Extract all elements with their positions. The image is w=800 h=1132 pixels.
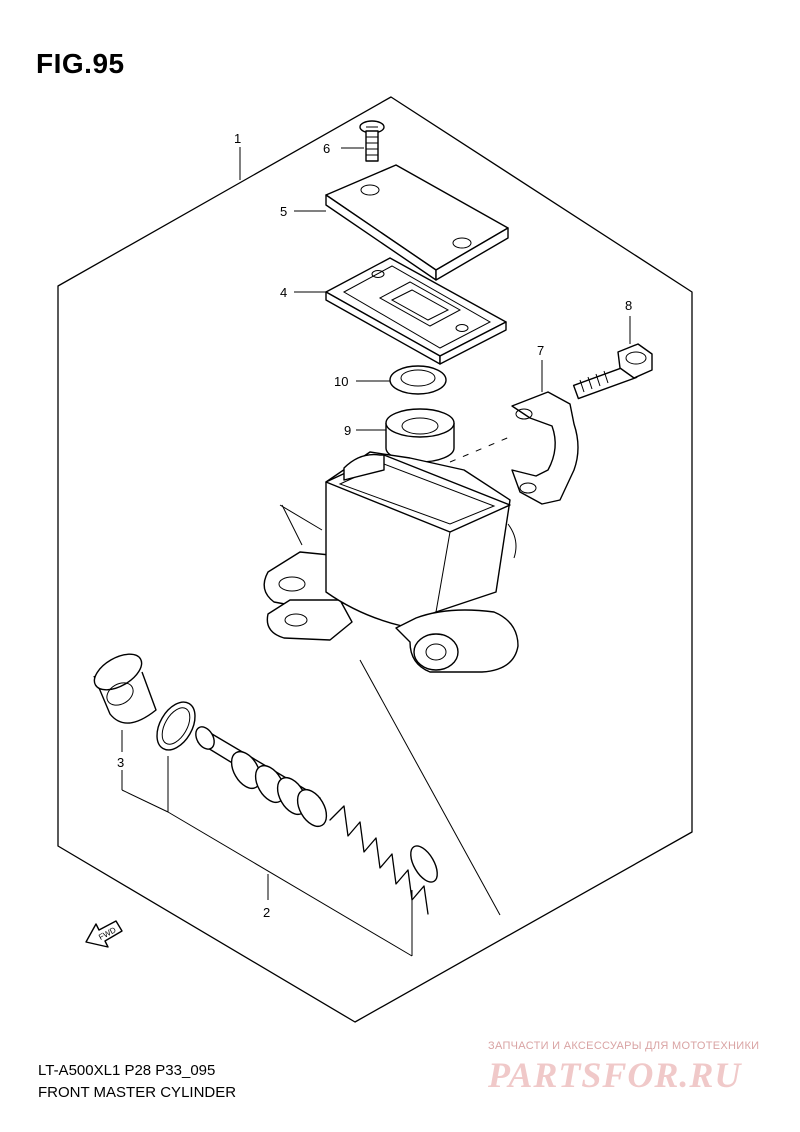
piston-alignment-line [359, 659, 501, 916]
part-diaphragm-plate [325, 257, 507, 365]
part-seal-bushing [385, 408, 455, 463]
callout-9: 9 [344, 423, 351, 438]
callout-6: 6 [323, 141, 330, 156]
callout-7: 7 [537, 343, 544, 358]
diagram-code: LT-A500XL1 P28 P33_095 [38, 1062, 216, 1079]
callout-2: 2 [263, 905, 270, 920]
leader-3-diagonal [121, 789, 169, 813]
figure-title: FIG.95 [36, 48, 125, 79]
part-handlebar-clamp [511, 391, 579, 505]
lever-alignment-line-bottom [281, 504, 303, 546]
callout-4: 4 [280, 285, 287, 300]
callout-8: 8 [625, 298, 632, 313]
callout-3: 3 [117, 755, 124, 770]
part-ring [389, 365, 447, 395]
part-bolt [572, 343, 653, 400]
callout-1: 1 [234, 131, 241, 146]
forward-arrow-icon: FWD [85, 920, 123, 948]
part-dust-boot [93, 653, 157, 724]
watermark-tagline: ЗАПЧАСТИ И АКСЕССУАРЫ ДЛЯ МОТОТЕХНИКИ [488, 1040, 760, 1052]
part-screw [359, 120, 385, 162]
part-reservoir-cap [325, 164, 509, 281]
part-master-cylinder-body [263, 451, 519, 673]
leader-2-diagonal [167, 811, 413, 957]
watermark-logo: PARTSFOR.RU [488, 1055, 742, 1095]
clamp-alignment-line [449, 435, 513, 463]
assembly-boundary [57, 96, 693, 1023]
diagram-caption: FRONT MASTER CYLINDER [38, 1084, 237, 1101]
part-piston-spring [195, 726, 438, 915]
callout-10: 10 [334, 374, 348, 389]
lever-alignment-line-top [279, 504, 323, 531]
callout-5: 5 [280, 204, 287, 219]
part-circlip [156, 701, 196, 751]
